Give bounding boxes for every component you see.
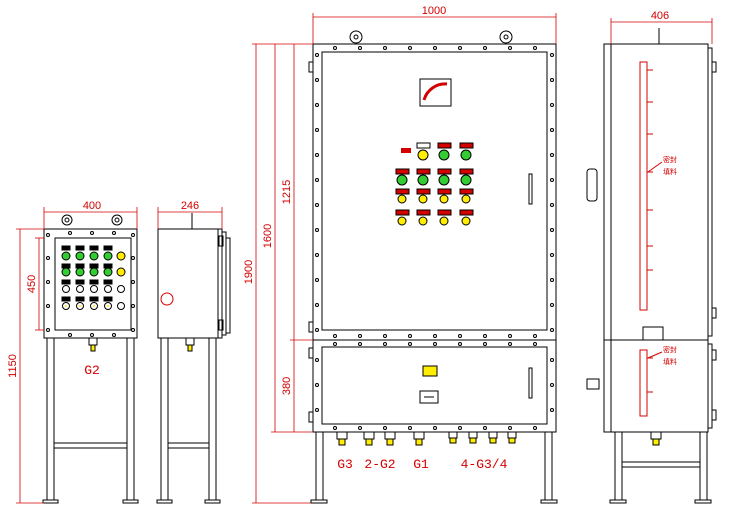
control-panel <box>61 245 126 310</box>
seal-note-line1-lower: 密封 <box>663 345 677 354</box>
seal-strip <box>639 61 663 417</box>
dimension-lines <box>16 13 713 504</box>
stand <box>42 338 139 504</box>
seal-note-line1-upper: 密封 <box>663 155 677 164</box>
stand <box>310 432 558 504</box>
seal-note-line2-lower: 填料 <box>663 357 677 366</box>
upper-box-height-label: 1215 <box>281 180 293 204</box>
indicator-light <box>422 365 438 377</box>
small-width-label: 400 <box>83 200 101 212</box>
small-depth-label: 246 <box>181 200 199 212</box>
large-cabinet-front <box>308 30 558 504</box>
control-matrix <box>395 142 474 226</box>
small-enclosure-side <box>156 213 231 504</box>
small-cable-entry-label: G2 <box>84 363 100 378</box>
large-cabinet-height-label: 1600 <box>262 224 274 248</box>
large-width-label: 1000 <box>422 5 446 17</box>
large-depth-label: 406 <box>651 10 669 22</box>
small-total-height-label: 1150 <box>7 354 19 378</box>
cable-gland <box>336 431 517 446</box>
small-enclosure-front <box>42 214 139 504</box>
cable-entry-g1-label: G1 <box>413 457 429 472</box>
flange-bolts <box>315 46 554 338</box>
flange-bolts <box>46 231 135 337</box>
analog-meter <box>419 78 452 107</box>
cable-entry-2g2-label: 2-G2 <box>364 457 395 472</box>
lower-box-height-label: 380 <box>281 377 293 395</box>
cable-gland <box>160 292 174 306</box>
lifting-eye <box>61 214 123 226</box>
cable-entry-4g34-label: 4-G3/4 <box>461 457 508 472</box>
cable-gland <box>88 337 98 352</box>
flange-bolts <box>315 342 554 430</box>
large-cabinet-side <box>586 28 717 504</box>
lifting-eye <box>349 30 513 44</box>
cable-entry-g3-label: G3 <box>337 457 353 472</box>
large-total-height-label: 1900 <box>243 260 255 284</box>
seal-note-line2-upper: 填料 <box>663 167 677 176</box>
small-height-label: 450 <box>26 275 38 293</box>
nameplate <box>419 390 439 404</box>
